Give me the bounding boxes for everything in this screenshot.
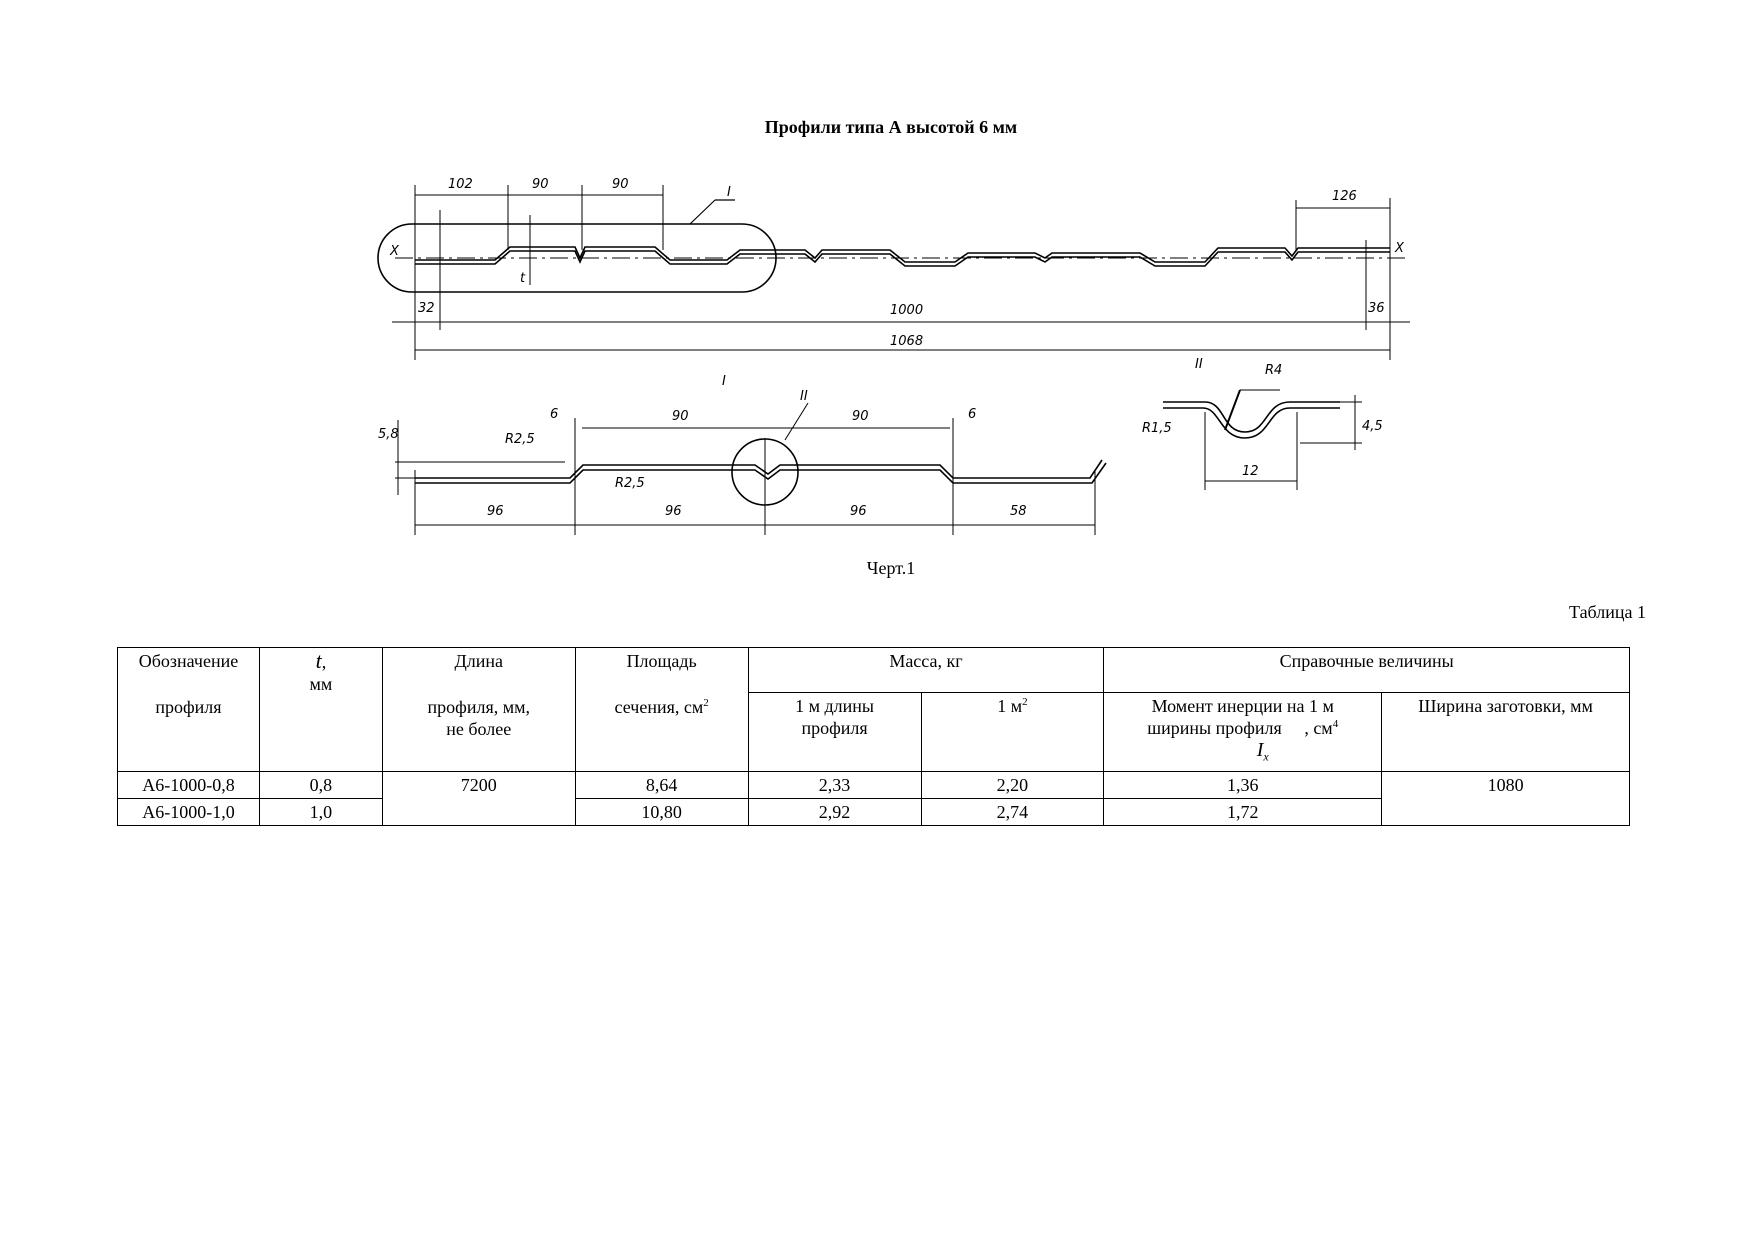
header-blank-width: Ширина заготовки, мм [1381,692,1630,772]
header-area-line2: сечения, см [614,697,704,717]
dim-1068: 1068 [890,334,923,349]
shared-length: 7200 [381,771,576,826]
row2-mass-per-m: 2,92 [747,798,922,826]
detail-dim-6-a: 6 [550,407,558,422]
table-row: А6-1000-1,0 1,0 10,80 2,92 2,74 1,72 [117,798,1630,826]
header-moment: Момент инерции на 1 м ширины профиля , с… [1103,692,1383,772]
detail-II-r1-5: R1,5 [1142,421,1172,436]
detail-II-dim-4-5: 4,5 [1362,419,1383,434]
header-t-symbol: t [315,648,322,673]
detail-radius-a: R2,5 [505,432,535,447]
header-mass-per-m-line1: 1 м длины [795,696,874,716]
detail-II-r4: R4 [1265,363,1282,378]
detail-I-label: I [722,374,726,389]
header-mass-per-m2: 1 м2 [920,692,1105,772]
detail-II-label: II [1195,357,1203,372]
detail-dim-5-8: 5,8 [378,427,399,442]
header-mass-per-m: 1 м длины профиля [747,692,922,772]
detail-dim-6-b: 6 [968,407,976,422]
row2-moment: 1,72 [1103,798,1383,826]
document-title: Профили типа А высотой 6 мм [764,117,1018,137]
table-label: Таблица 1 [1569,602,1646,622]
header-length-line3: не более [446,719,512,739]
profile-drawing: 102 90 90 126 32 1000 36 1068 X X I t I … [0,0,1755,560]
header-t-unit: мм [309,674,333,694]
detail-dim-90-b: 90 [852,409,869,424]
table-header-row-2: 1 м длины профиля 1 м2 Момент инерции на… [118,692,1630,772]
row1-moment: 1,36 [1103,771,1383,799]
dim-36: 36 [1368,301,1385,316]
callout-label-I: I [727,185,731,200]
dim-32: 32 [418,301,435,316]
detail-I-profile [415,459,1103,479]
detail-II-dim-12: 12 [1242,464,1259,479]
header-length-line1: Длина [454,651,504,671]
detail-dim-96-b: 96 [665,504,682,519]
table-row: А6-1000-0,8 0,8 7200 8,64 2,33 2,20 1,36… [117,771,1630,826]
header-t-comma: , [321,652,327,672]
header-mass: Масса, кг [747,647,1105,693]
detail-II-callout-label: II [800,389,808,404]
detail-radius-b: R2,5 [615,476,645,491]
row2-mass-per-m2: 2,74 [920,798,1105,826]
header-designation-line2: профиля [155,697,222,717]
header-mass-per-m-line2: профиля [801,718,868,738]
header-thickness: t, мм [258,647,383,772]
header-designation-line1: Обозначение [138,651,239,671]
dim-102: 102 [448,177,473,192]
detail-dim-96-a: 96 [487,504,504,519]
dim-90-a: 90 [532,177,549,192]
row1-mass-per-m: 2,33 [747,771,922,799]
header-area: Площадь сечения, см2 [574,647,749,772]
callout-region-I [377,223,777,293]
row1-thickness: 0,8 [258,771,383,799]
header-length: Длина профиля, мм, не более [381,647,576,772]
axis-label-left: X [389,244,400,259]
dim-1000: 1000 [890,303,923,318]
header-moment-line2: ширины профиля [1147,718,1282,738]
header-mass-per-m2-sup: 2 [1022,696,1028,708]
row1-designation: А6-1000-0,8 [117,771,260,799]
dim-90-b: 90 [612,177,629,192]
row2-area: 10,80 [574,798,749,826]
detail-dim-90-a: 90 [672,409,689,424]
header-area-sup: 2 [703,697,709,709]
header-moment-line1: Момент инерции на 1 м [1151,696,1334,716]
row2-designation: А6-1000-1,0 [117,798,260,826]
header-moment-sub: x [1263,749,1269,764]
profile-table: Обозначение профиля t, мм Длина профиля,… [117,647,1630,826]
header-length-line2: профиля, мм, [427,697,531,717]
row1-mass-per-m2: 2,20 [920,771,1105,799]
dim-126: 126 [1332,189,1357,204]
detail-dim-96-c: 96 [850,504,867,519]
detail-II-profile [1163,401,1340,433]
header-reference: Справочные величины [1103,647,1630,693]
header-mass-per-m2-text: 1 м [997,696,1023,716]
profile-section-line [415,246,1390,263]
header-moment-unit: , см [1304,718,1333,738]
axis-label-right: X [1394,241,1405,256]
table-header-row-1: Обозначение профиля t, мм Длина профиля,… [117,647,1630,772]
thickness-label: t [520,271,526,286]
header-designation: Обозначение профиля [117,647,260,772]
detail-dim-58: 58 [1010,504,1027,519]
row2-thickness: 1,0 [258,798,383,826]
header-moment-sup: 4 [1332,718,1339,730]
row1-area: 8,64 [574,771,749,799]
figure-caption: Черт.1 [866,558,916,578]
profile-drawing-svg: 102 90 90 126 32 1000 36 1068 X X I t I … [377,177,1410,535]
shared-blank-width: 1080 [1381,771,1630,826]
header-moment-symbol: I [1256,739,1264,761]
header-area-line1: Площадь [626,651,697,671]
